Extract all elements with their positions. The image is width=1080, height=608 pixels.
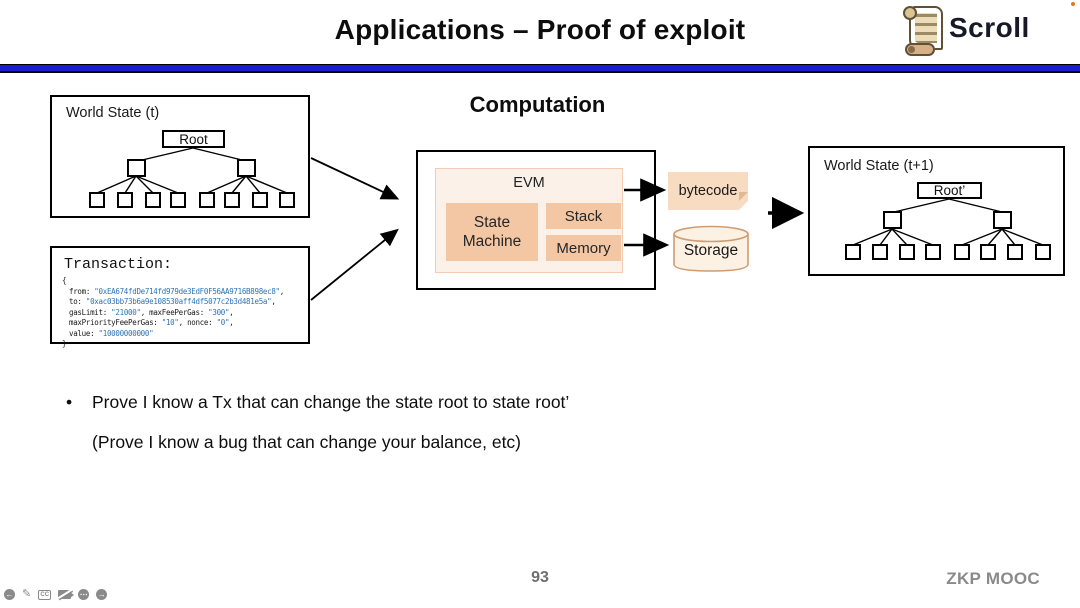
- root-node: Root: [162, 130, 225, 148]
- tree-leaf-node: [117, 192, 133, 208]
- scroll-logo: Scroll: [903, 4, 1038, 60]
- transaction-title: Transaction:: [64, 256, 173, 273]
- tree-mid-node: [993, 211, 1012, 229]
- player-controls: ← ✎ CC ⋯ →: [4, 588, 108, 600]
- transaction-box: Transaction: { from: "0xEA674fdDe714fd97…: [50, 246, 310, 348]
- video-off-icon[interactable]: [58, 590, 75, 599]
- blue-divider: [0, 64, 1080, 73]
- tx-line: maxPriorityFeePerGas: "10", nonce: "0",: [69, 318, 234, 327]
- computation-heading: Computation: [469, 92, 606, 117]
- world-state-t-label: World State (t): [66, 105, 160, 121]
- world-state-t1-label: World State (t+1): [824, 158, 934, 174]
- cc-button[interactable]: CC: [38, 589, 52, 600]
- tree-leaf-node: [170, 192, 186, 208]
- bytecode-note: bytecode: [668, 172, 748, 210]
- next-button[interactable]: →: [96, 589, 108, 600]
- tx-line: }: [62, 339, 67, 348]
- tree-leaf-node: [980, 244, 996, 260]
- arrow-transaction-to-evm: [310, 228, 399, 301]
- tree-leaf-node: [1035, 244, 1051, 260]
- bullet-marker: •: [66, 392, 73, 412]
- tree-leaf-node: [845, 244, 861, 260]
- tx-line: {: [62, 276, 67, 285]
- prev-button[interactable]: ←: [4, 589, 15, 600]
- evm-container: EVM State Machine Stack Memory: [435, 168, 623, 273]
- world-state-t1-box: World State (t+1) Root’: [808, 146, 1065, 276]
- more-button[interactable]: ⋯: [78, 589, 90, 600]
- orange-dot: [1071, 2, 1075, 6]
- bullet-line-1: •Prove I know a Tx that can change the s…: [66, 392, 570, 412]
- stack-box: Stack: [546, 203, 621, 229]
- pencil-icon[interactable]: ✎: [22, 588, 32, 600]
- arrow-worldstate-to-evm: [310, 157, 400, 200]
- scroll-logo-text: Scroll: [949, 12, 1030, 43]
- tree-leaf-node: [145, 192, 161, 208]
- bullet-line-2: (Prove I know a bug that can change your…: [92, 432, 522, 452]
- tree-leaf-node: [89, 192, 105, 208]
- storage-label: Storage: [683, 242, 739, 259]
- tx-line: gasLimit: "21000", maxFeePerGas: "300",: [69, 307, 234, 317]
- tree-leaf-node: [279, 192, 295, 208]
- storage-cylinder: Storage: [672, 225, 750, 273]
- page-number: 93: [531, 569, 549, 586]
- tree-leaf-node: [872, 244, 888, 260]
- evm-label: EVM: [513, 175, 545, 191]
- tree-leaf-node: [1007, 244, 1023, 260]
- page-title: Applications – Proof of exploit: [334, 14, 746, 45]
- tree-leaf-node: [224, 192, 240, 208]
- transaction-json: { from: "0xEA674fdDe714fd979de3EdF0F56AA…: [62, 276, 308, 350]
- tree-mid-node: [127, 159, 146, 177]
- tree-mid-node: [883, 211, 902, 229]
- zkp-mooc-watermark: ZKP MOOC: [946, 569, 1040, 588]
- tree-leaf-node: [954, 244, 970, 260]
- tree-mid-node: [237, 159, 256, 177]
- tree-leaf-node: [899, 244, 915, 260]
- tx-line: from: "0xEA674fdDe714fd979de3EdF0F56AA97…: [69, 286, 284, 296]
- bytecode-label: bytecode: [678, 183, 738, 199]
- scroll-parchment-icon: [903, 6, 947, 56]
- tx-line: value: "10000000000": [69, 328, 154, 338]
- memory-box: Memory: [546, 235, 621, 261]
- world-state-t-box: World State (t) Root: [50, 95, 310, 218]
- root-prime-node: Root’: [917, 182, 982, 199]
- tree-leaf-node: [252, 192, 268, 208]
- cylinder-shape: [673, 225, 749, 272]
- tree-leaf-node: [925, 244, 941, 260]
- tree-leaf-node: [199, 192, 215, 208]
- folded-corner: [739, 192, 748, 210]
- computation-box: EVM State Machine Stack Memory: [416, 150, 656, 290]
- state-machine-box: State Machine: [446, 203, 538, 261]
- tx-line: to: "0xac03bb73b6a9e108530aff4df5077c2b3…: [69, 297, 276, 306]
